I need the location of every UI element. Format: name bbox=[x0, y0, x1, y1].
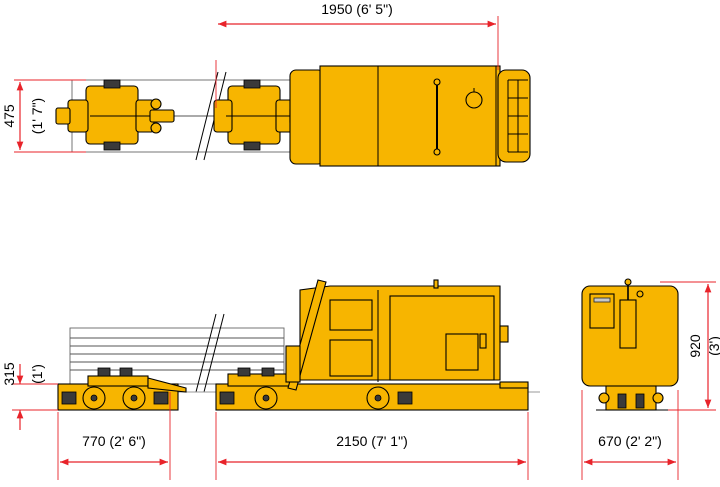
end-view-control bbox=[619, 299, 637, 349]
dim-end-height-imperial: (3') bbox=[706, 336, 720, 356]
end-view-skate bbox=[605, 385, 657, 411]
chassis-side bbox=[215, 367, 529, 411]
dim-side-front: 770 (2' 6") bbox=[82, 433, 146, 449]
end-view: 670 (2' 2") 920 (3') bbox=[581, 278, 720, 480]
machine-body-top bbox=[289, 65, 531, 167]
dim-end-height: 920 bbox=[687, 334, 703, 358]
dim-top-width-imperial: (1' 7") bbox=[29, 98, 45, 134]
front-skate-side bbox=[57, 367, 187, 411]
dim-top-width: 475 bbox=[1, 104, 17, 128]
dim-side-height-low: 315 bbox=[1, 362, 17, 386]
dim-side-height-low-imperial: (1') bbox=[29, 364, 45, 384]
side-view: 315 (1') 770 (2' 6") 2150 (7' 1") bbox=[1, 279, 540, 480]
break-mark bbox=[195, 71, 219, 161]
top-view: 1950 (6' 5") 475 (1' 7") bbox=[1, 1, 531, 167]
front-skate-top bbox=[55, 79, 175, 151]
dim-top-length: 1950 (6' 5") bbox=[321, 1, 392, 17]
machine-body-side bbox=[285, 279, 509, 391]
dim-side-main: 2150 (7' 1") bbox=[336, 433, 407, 449]
dim-end-width: 670 (2' 2") bbox=[598, 433, 662, 449]
